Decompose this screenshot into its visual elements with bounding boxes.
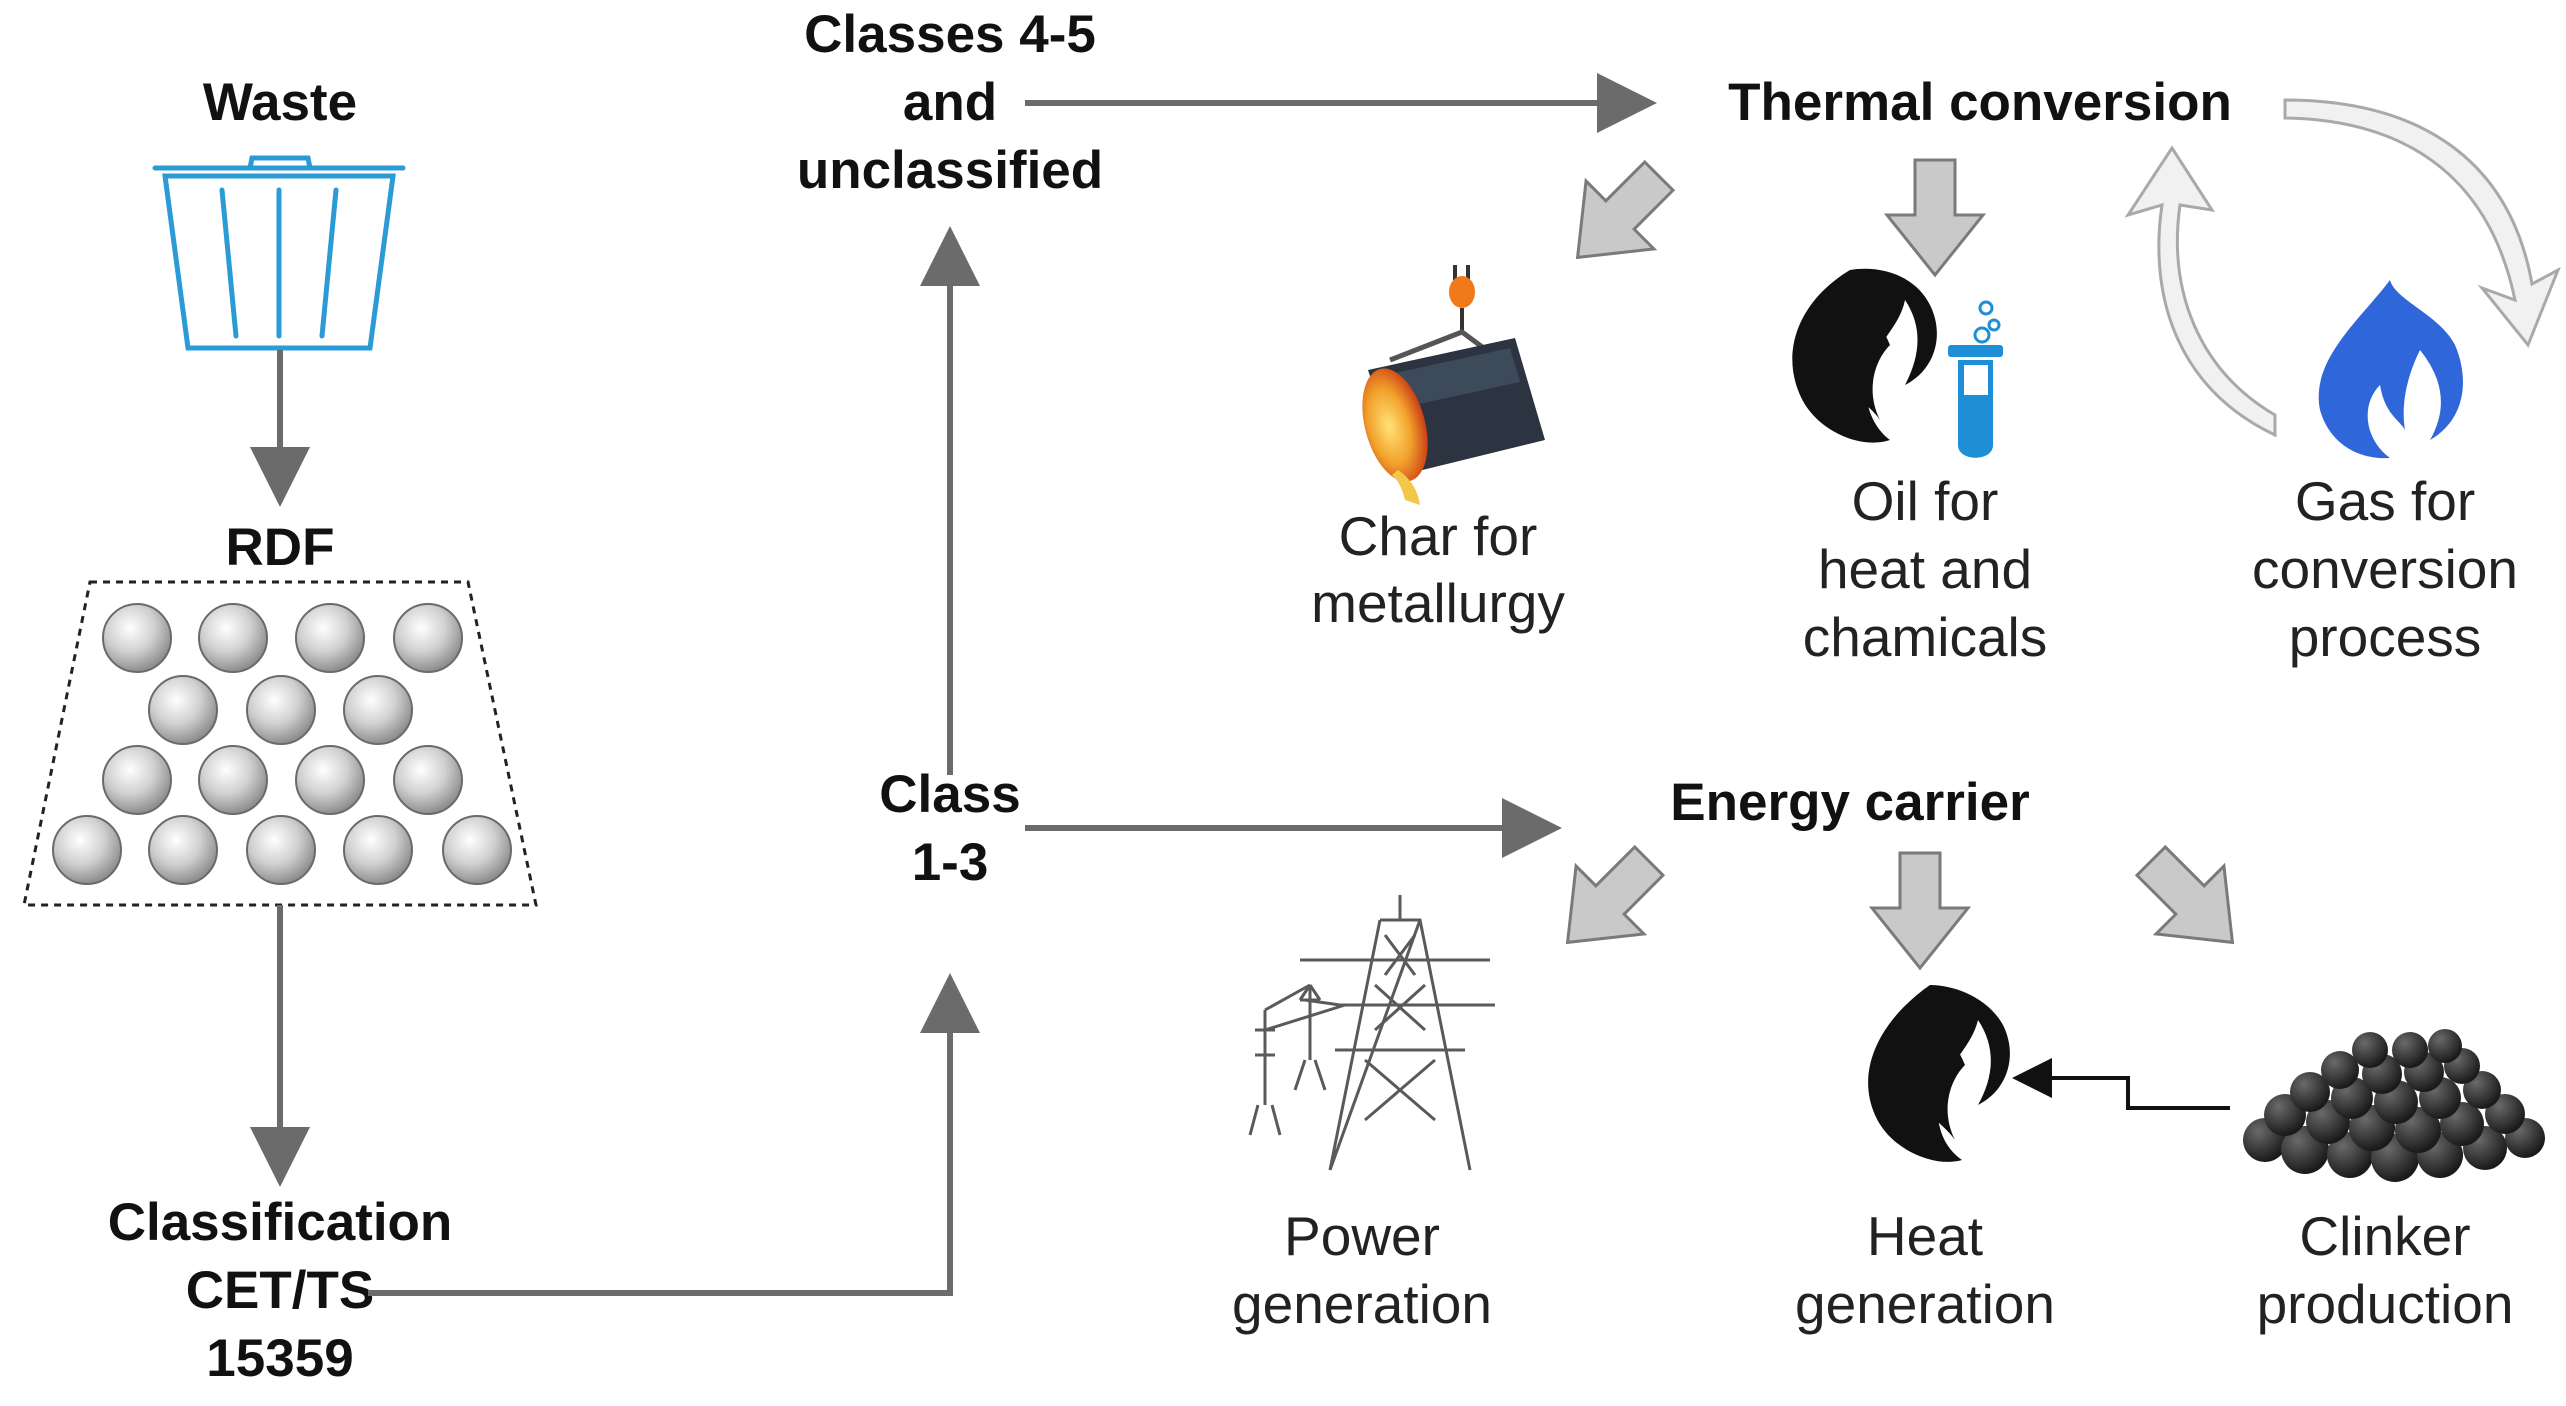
pellet [102,745,172,815]
power-pylon-icon [1248,895,1495,1171]
pellet [102,603,172,673]
clinker-stone [2485,1094,2525,1134]
clinker-stone [2428,1029,2462,1063]
pellet [295,745,365,815]
waste-label: Waste [203,73,357,132]
black-flame-icon [1792,268,1937,443]
svg-text:process: process [2289,606,2482,668]
clinker-stone [2290,1072,2330,1112]
svg-text:chamicals: chamicals [1803,606,2048,668]
power-label: Power generation [1232,1205,1492,1335]
pellet [52,815,122,885]
svg-text:conversion: conversion [2252,538,2518,600]
svg-text:15359: 15359 [206,1329,353,1388]
svg-text:Power: Power [1284,1205,1440,1267]
char-label: Char for metallurgy [1311,505,1565,634]
ladle-pour-icon [1362,265,1545,505]
svg-text:Classification: Classification [108,1193,453,1252]
classes-4-5-label: Classes 4-5 and unclassified [797,5,1103,200]
svg-text:Classes 4-5: Classes 4-5 [804,5,1096,64]
energy-to-clinker-arrow [2134,844,2235,945]
svg-text:generation: generation [1795,1273,2055,1335]
pellet [295,603,365,673]
gas-label: Gas for conversion process [2252,470,2518,668]
classification-label: Classification CET/TS 15359 [108,1193,453,1388]
pellet [246,675,316,745]
svg-text:Heat: Heat [1867,1205,1983,1267]
pellet [198,603,268,673]
pellet [148,675,218,745]
clinker-stone [2321,1051,2359,1089]
svg-text:Char for: Char for [1339,505,1538,567]
svg-text:1-3: 1-3 [912,833,989,892]
clinker-pile-icon [2243,1029,2545,1182]
clinker-to-heat-arrow [2012,1058,2230,1110]
pellet [393,745,463,815]
svg-text:Clinker: Clinker [2299,1205,2470,1267]
energy-to-heat-arrow [1868,851,1972,971]
pellet [393,603,463,673]
thermal-to-char-arrow [1575,159,1676,260]
oil-label: Oil for heat and chamicals [1803,470,2048,668]
thermal-conversion-label: Thermal conversion [1728,73,2232,132]
svg-text:unclassified: unclassified [797,141,1103,200]
rdf-pellets-icon [22,580,538,907]
clinker-label: Clinker production [2257,1205,2514,1335]
blue-flame-icon [2318,280,2463,459]
classification-to-class-arrow [368,973,980,1296]
pellet [442,815,512,885]
svg-text:production: production [2257,1273,2514,1335]
pellet [343,815,413,885]
clinker-stone [2392,1032,2428,1068]
pellet [148,815,218,885]
rdf-label: RDF [226,518,335,577]
energy-to-power-arrow [1565,844,1666,945]
thermal-to-oil-arrow [1883,158,1987,278]
heat-label: Heat generation [1795,1205,2055,1335]
svg-text:generation: generation [1232,1273,1492,1335]
pellet [246,815,316,885]
pellet [343,675,413,745]
black-flame-icon [1868,985,2010,1162]
svg-text:metallurgy: metallurgy [1311,572,1565,634]
trash-bin-icon [152,155,406,351]
class-1-3-label: Class 1-3 [879,765,1020,892]
svg-text:Gas for: Gas for [2295,470,2475,532]
gas-cycle-arrows [2124,98,2561,438]
pellet [198,745,268,815]
svg-text:CET/TS: CET/TS [186,1261,374,1320]
test-tube-icon [1948,300,2003,458]
energy-carrier-label: Energy carrier [1670,773,2029,832]
svg-text:heat and: heat and [1818,538,2032,600]
svg-text:Oil for: Oil for [1852,470,1999,532]
clinker-stone [2352,1032,2388,1068]
svg-text:and: and [903,73,997,132]
